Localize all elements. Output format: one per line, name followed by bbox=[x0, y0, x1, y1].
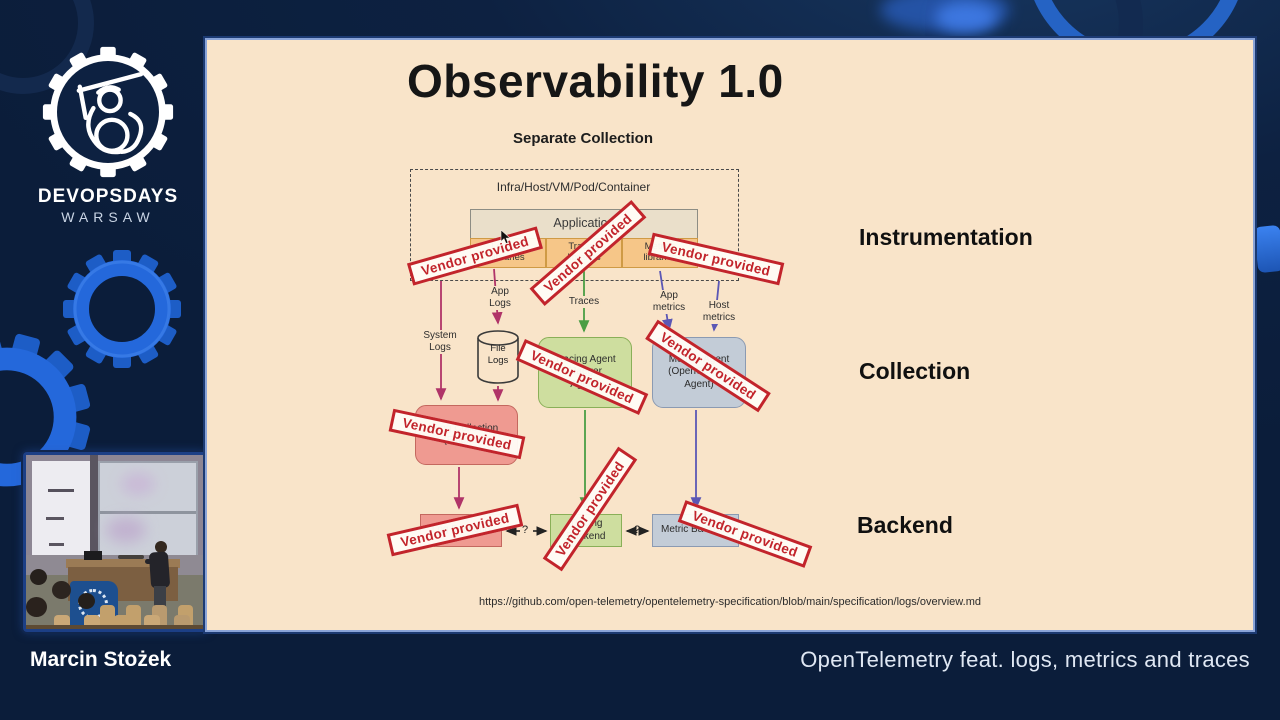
glare bbox=[106, 517, 146, 543]
seat-row-shadow bbox=[26, 625, 204, 629]
screen-text-line bbox=[49, 543, 64, 546]
speaker-name: Marcin Stożek bbox=[30, 648, 172, 671]
backend-link-question: ? bbox=[634, 524, 641, 536]
speaker-arm bbox=[145, 559, 155, 564]
wall-pillar bbox=[90, 455, 98, 577]
webcam-view bbox=[23, 452, 207, 632]
glare bbox=[121, 473, 155, 495]
stage-label-collection: Collection bbox=[859, 358, 971, 384]
traces-label: Traces bbox=[566, 296, 602, 308]
file-logs-cylinder bbox=[477, 330, 519, 384]
slide-subtitle: Separate Collection bbox=[512, 130, 654, 147]
devopsdays-logo bbox=[42, 46, 174, 178]
seat-back bbox=[100, 605, 115, 629]
logo-wordmark: DEVOPSDAYS bbox=[37, 186, 179, 207]
mouse-cursor-icon bbox=[500, 230, 511, 244]
talk-title: OpenTelemetry feat. logs, metrics and tr… bbox=[800, 647, 1250, 672]
blue-gear-partial-icon bbox=[0, 333, 91, 487]
lecture-desk bbox=[66, 559, 180, 568]
app-logs-label: App Logs bbox=[487, 286, 513, 310]
speaker-legs bbox=[154, 586, 166, 616]
stage-label-backend: Backend bbox=[857, 512, 953, 538]
screen-text-line bbox=[48, 489, 74, 492]
desk-items bbox=[118, 555, 144, 559]
stage-label-instrumentation: Instrumentation bbox=[859, 224, 1033, 250]
audience-head bbox=[26, 597, 47, 617]
speaker-body bbox=[148, 551, 171, 589]
logo-city: WARSAW bbox=[61, 209, 155, 225]
audience-head bbox=[30, 569, 47, 585]
infra-label: Infra/Host/VM/Pod/Container bbox=[496, 180, 651, 194]
presentation-slide: Observability 1.0 Separate Collection In… bbox=[205, 38, 1255, 632]
laptop-icon bbox=[84, 551, 102, 560]
app-metrics-label: App metrics bbox=[650, 290, 688, 314]
speaker-head bbox=[155, 541, 167, 553]
system-logs-label: System Logs bbox=[421, 330, 459, 354]
blue-gear-icon bbox=[63, 250, 181, 368]
lecture-hall-photo bbox=[26, 455, 204, 629]
right-edge-gear-tooth-icon bbox=[1253, 224, 1280, 274]
host-metrics-label: Host metrics bbox=[700, 300, 738, 324]
infra-dashed-box bbox=[410, 169, 739, 281]
audience-head bbox=[52, 581, 71, 599]
mermaid-icon bbox=[76, 71, 144, 155]
screen-text-line bbox=[46, 517, 64, 520]
backend-link-question: ? bbox=[522, 524, 529, 536]
audience-head bbox=[78, 593, 95, 609]
whiteboard-rail bbox=[100, 511, 196, 514]
slide-title: Observability 1.0 bbox=[407, 55, 784, 107]
source-url: https://github.com/open-telemetry/opente… bbox=[479, 596, 981, 608]
file-logs-label: File Logs bbox=[487, 343, 509, 366]
top-blue-glow2-icon bbox=[935, 2, 997, 32]
